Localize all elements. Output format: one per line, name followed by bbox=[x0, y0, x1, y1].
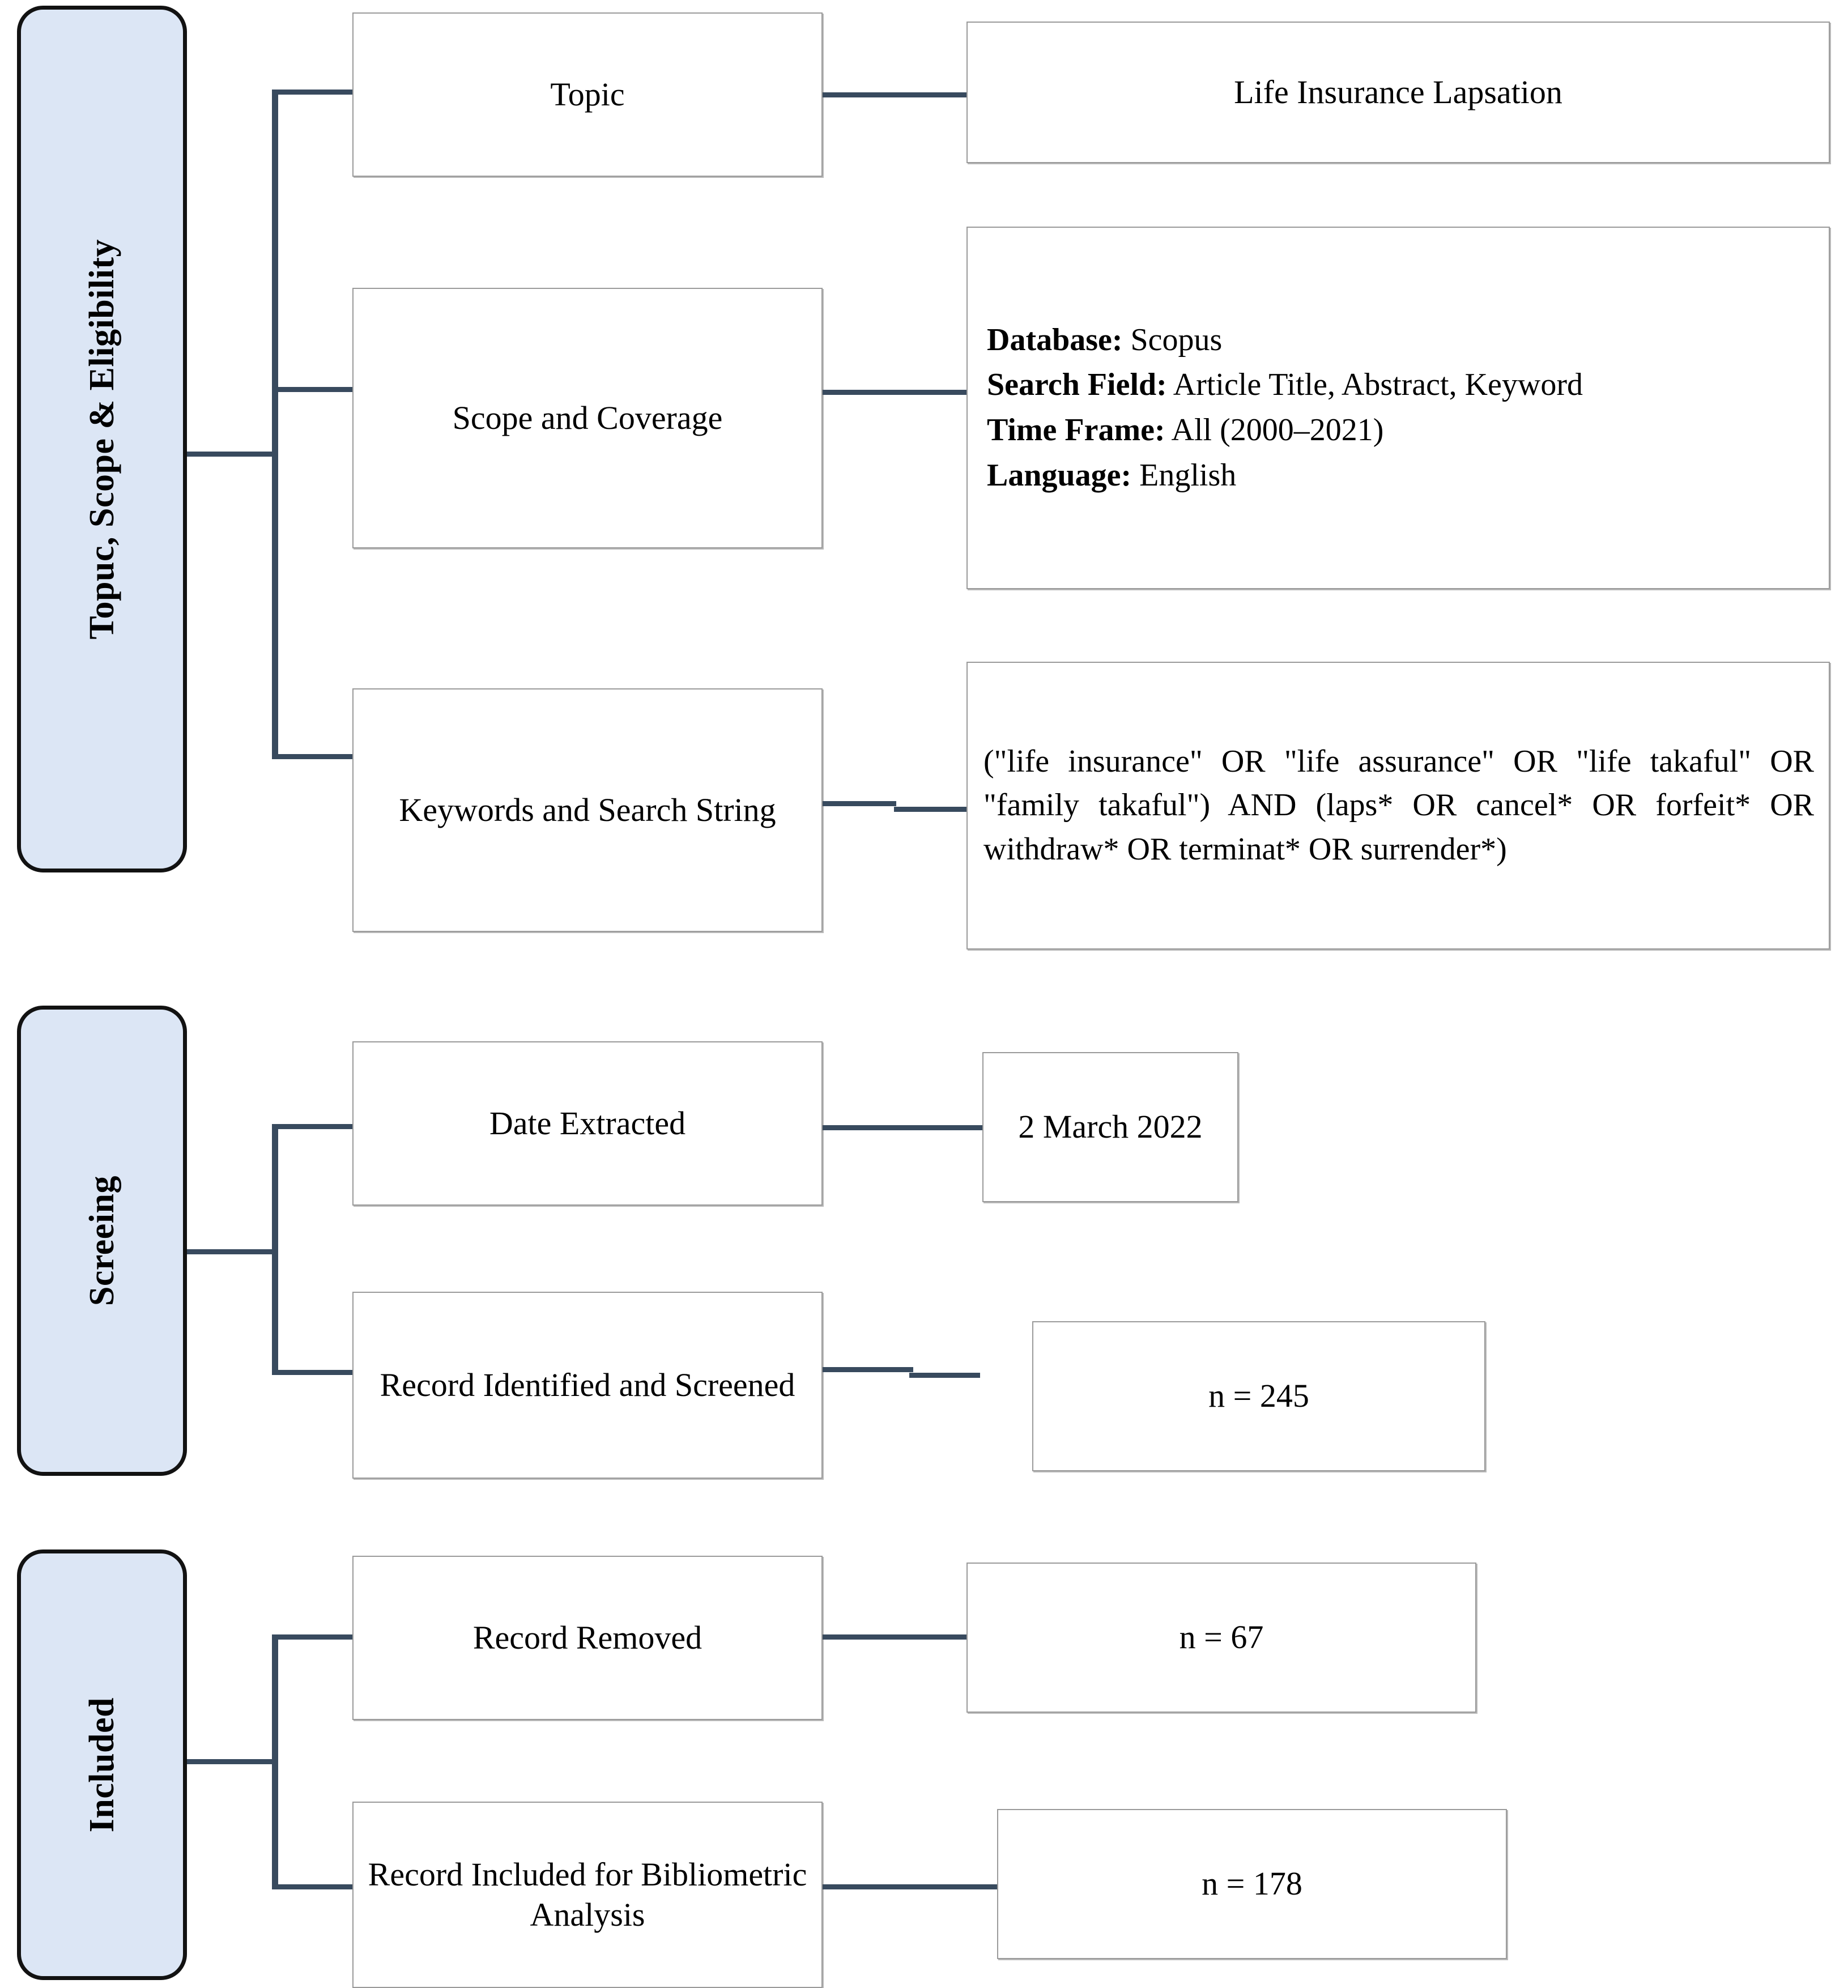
connector-stage2-branch-date bbox=[272, 1124, 354, 1129]
connector-stage2-stem bbox=[187, 1249, 278, 1254]
value-text-topic: Life Insurance Lapsation bbox=[1234, 73, 1562, 110]
search-string-text: ("life insurance" OR "life assurance" OR… bbox=[983, 744, 1814, 867]
connector-stage3-branch-included bbox=[272, 1884, 354, 1889]
scope-detail-database-key: Database: bbox=[987, 322, 1123, 357]
criterion-box-date-extracted: Date Extracted bbox=[352, 1041, 823, 1206]
connector-stage3-stem bbox=[187, 1759, 278, 1764]
connector-stage1-stem bbox=[187, 452, 278, 457]
value-text-record-identified: n = 245 bbox=[1208, 1377, 1309, 1415]
scope-detail-time-frame-value: All (2000–2021) bbox=[1165, 412, 1384, 448]
value-box-search-string: ("life insurance" OR "life assurance" OR… bbox=[966, 662, 1830, 950]
scope-detail-database-value: Scopus bbox=[1122, 322, 1223, 357]
stage-block-included: Included bbox=[17, 1549, 187, 1980]
criterion-label-date-extracted: Date Extracted bbox=[489, 1104, 686, 1142]
connector-stage2-branch-identified bbox=[272, 1370, 354, 1375]
connector-removed-to-value bbox=[823, 1634, 969, 1640]
stage-block-topic-scope-eligibility: Topuc, Scope & Eligibility bbox=[17, 6, 187, 872]
scope-detail-search-field-key: Search Field: bbox=[987, 367, 1167, 403]
scope-detail-database: Database: Scopus bbox=[987, 318, 1812, 363]
criterion-box-keywords-and-search-string: Keywords and Search String bbox=[352, 688, 823, 932]
criterion-box-record-removed: Record Removed bbox=[352, 1556, 823, 1720]
scope-detail-language-key: Language: bbox=[987, 457, 1132, 493]
value-box-topic: Life Insurance Lapsation bbox=[966, 22, 1830, 163]
scope-detail-search-field-value: Article Title, Abstract, Keyword bbox=[1166, 367, 1583, 403]
value-text-date-extracted: 2 March 2022 bbox=[1018, 1108, 1203, 1146]
value-box-scope-and-coverage: Database: Scopus Search Field: Article T… bbox=[966, 227, 1830, 589]
criterion-label-topic: Topic bbox=[550, 75, 625, 113]
connector-topic-to-value bbox=[823, 92, 967, 97]
value-text-record-removed: n = 67 bbox=[1179, 1619, 1264, 1656]
scope-detail-search-field: Search Field: Article Title, Abstract, K… bbox=[987, 363, 1812, 408]
value-box-record-removed: n = 67 bbox=[966, 1563, 1476, 1713]
connector-stage1-branch-topic bbox=[272, 90, 354, 95]
connector-scope-to-value bbox=[823, 390, 967, 395]
connector-stage1-branch-scope bbox=[272, 387, 354, 392]
connector-included-to-value bbox=[823, 1884, 998, 1889]
value-box-record-included: n = 178 bbox=[997, 1809, 1507, 1959]
connector-identified-to-value-seg2 bbox=[909, 1373, 980, 1378]
stage-label-screening: Screeing bbox=[83, 1175, 121, 1306]
connector-stage1-trunk bbox=[272, 90, 278, 759]
criterion-box-scope-and-coverage: Scope and Coverage bbox=[352, 288, 823, 548]
criterion-label-record-identified-and-screened: Record Identified and Screened bbox=[380, 1366, 795, 1403]
value-box-record-identified: n = 245 bbox=[1032, 1321, 1485, 1471]
connector-stage3-branch-removed bbox=[272, 1634, 354, 1640]
stage-label-included: Included bbox=[83, 1697, 121, 1833]
scope-detail-language-value: English bbox=[1131, 457, 1237, 493]
connector-keywords-to-value-seg1 bbox=[823, 801, 896, 806]
scope-detail-time-frame-key: Time Frame: bbox=[987, 412, 1165, 448]
scope-detail-language: Language: English bbox=[987, 453, 1812, 499]
connector-stage3-trunk bbox=[272, 1634, 278, 1889]
stage-block-screening: Screeing bbox=[17, 1006, 187, 1476]
stage-label-topic-scope-eligibility: Topuc, Scope & Eligibility bbox=[83, 239, 121, 640]
criterion-box-record-identified-and-screened: Record Identified and Screened bbox=[352, 1292, 823, 1479]
scope-detail-list: Database: Scopus Search Field: Article T… bbox=[987, 318, 1812, 498]
criterion-box-record-included: Record Included for Bibliometric Analysi… bbox=[352, 1802, 823, 1988]
value-box-date-extracted: 2 March 2022 bbox=[982, 1052, 1238, 1202]
criterion-label-record-included: Record Included for Bibliometric Analysi… bbox=[368, 1855, 807, 1933]
scope-detail-time-frame: Time Frame: All (2000–2021) bbox=[987, 408, 1812, 453]
criterion-label-record-removed: Record Removed bbox=[472, 1619, 702, 1656]
criterion-label-scope-and-coverage: Scope and Coverage bbox=[452, 399, 723, 436]
criterion-label-keywords-and-search-string: Keywords and Search String bbox=[399, 791, 776, 828]
connector-identified-to-value-seg1 bbox=[823, 1367, 913, 1372]
connector-keywords-to-value-seg2 bbox=[894, 807, 968, 812]
criterion-box-topic: Topic bbox=[352, 12, 823, 177]
connector-stage2-trunk bbox=[272, 1124, 278, 1375]
value-text-record-included: n = 178 bbox=[1202, 1865, 1302, 1902]
connector-stage1-branch-keywords bbox=[272, 754, 354, 759]
connector-date-to-value bbox=[823, 1125, 984, 1130]
